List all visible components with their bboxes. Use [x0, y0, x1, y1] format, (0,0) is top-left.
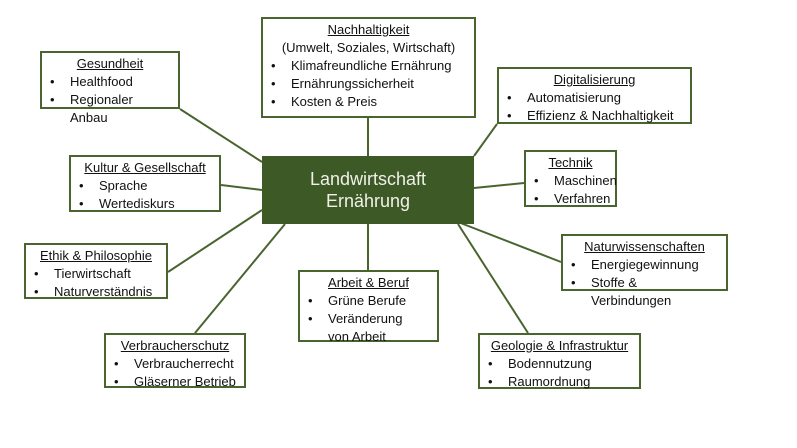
list-item: Verbraucherrecht [112, 355, 238, 373]
list-item: Effizienz & Nachhaltigkeit [505, 107, 684, 125]
connector-kultur [220, 184, 263, 191]
connector-naturwissenschaften [457, 221, 562, 263]
node-digitalisierung: Digitalisierung AutomatisierungEffizienz… [497, 67, 692, 125]
list-item: Regionaler Anbau [48, 91, 172, 127]
connector-gesundheit [179, 108, 263, 163]
node-title: Gesundheit [76, 56, 144, 71]
list-item: Bodennutzung [486, 355, 633, 373]
connector-ethik [167, 209, 263, 273]
list-item: Stoffe & Verbindungen [569, 274, 720, 310]
connector-technik [473, 182, 525, 189]
central-topic: Landwirtschaft Ernährung [262, 156, 474, 224]
list-item: Tierwirtschaft [32, 265, 160, 283]
list-item: Maschinen [532, 172, 617, 190]
node-title: Ethik & Philosophie [39, 248, 152, 263]
node-technik: Technik MaschinenVerfahren [524, 150, 617, 208]
node-title: Verbraucherschutz [120, 338, 230, 353]
node-title: Technik [548, 155, 593, 170]
node-verbraucherschutz: Verbraucherschutz VerbraucherrechtGläser… [104, 333, 246, 391]
connector-verbraucherschutz [194, 223, 286, 334]
node-geologie: Geologie & Infrastruktur BodennutzungRau… [478, 333, 641, 391]
node-nachhaltigkeit: Nachhaltigkeit (Umwelt, Soziales, Wirtsc… [261, 17, 476, 118]
list-item: Grüne Berufe [306, 292, 431, 310]
list-item: Verfahren [532, 190, 610, 208]
central-topic-line2: Ernährung [325, 191, 411, 211]
node-arbeit: Arbeit & Beruf Grüne BerufeVeränderung v… [298, 270, 439, 344]
node-subtitle: (Umwelt, Soziales, Wirtschaft) [281, 40, 456, 55]
connector-geologie [457, 223, 529, 334]
connector-digitalisierung [473, 123, 498, 157]
central-topic-line1: Landwirtschaft [309, 169, 427, 189]
node-ethik: Ethik & Philosophie TierwirtschaftNaturv… [24, 243, 168, 301]
list-item: Ernährungssicherheit [269, 75, 468, 93]
list-item: Sprache [77, 177, 213, 195]
node-title: Arbeit & Beruf [328, 275, 409, 290]
node-gesundheit: Gesundheit HealthfoodRegionaler Anbau [40, 51, 180, 125]
list-item: Klimafreundliche Ernährung [269, 57, 468, 75]
node-title: Digitalisierung [553, 72, 636, 87]
list-item: Raumordnung [486, 373, 633, 391]
node-title: Naturwissenschaften [584, 239, 705, 254]
list-item: Automatisierung [505, 89, 684, 107]
list-item: Energiegewinnung [569, 256, 720, 274]
node-naturwissenschaften: Naturwissenschaften EnergiegewinnungStof… [561, 234, 728, 308]
node-title: Geologie & Infrastruktur [490, 338, 629, 353]
list-item: Naturverständnis [32, 283, 160, 301]
list-item: Gläserner Betrieb [112, 373, 238, 391]
list-item: Wertediskurs [77, 195, 213, 213]
node-title: Kultur & Gesellschaft [84, 160, 206, 175]
node-title: Nachhaltigkeit [327, 22, 410, 37]
list-item: Healthfood [48, 73, 172, 91]
node-kultur: Kultur & Gesellschaft SpracheWertediskur… [69, 155, 221, 213]
list-item: Kosten & Preis [269, 93, 468, 111]
list-item: Veränderung von Arbeit [306, 310, 418, 346]
